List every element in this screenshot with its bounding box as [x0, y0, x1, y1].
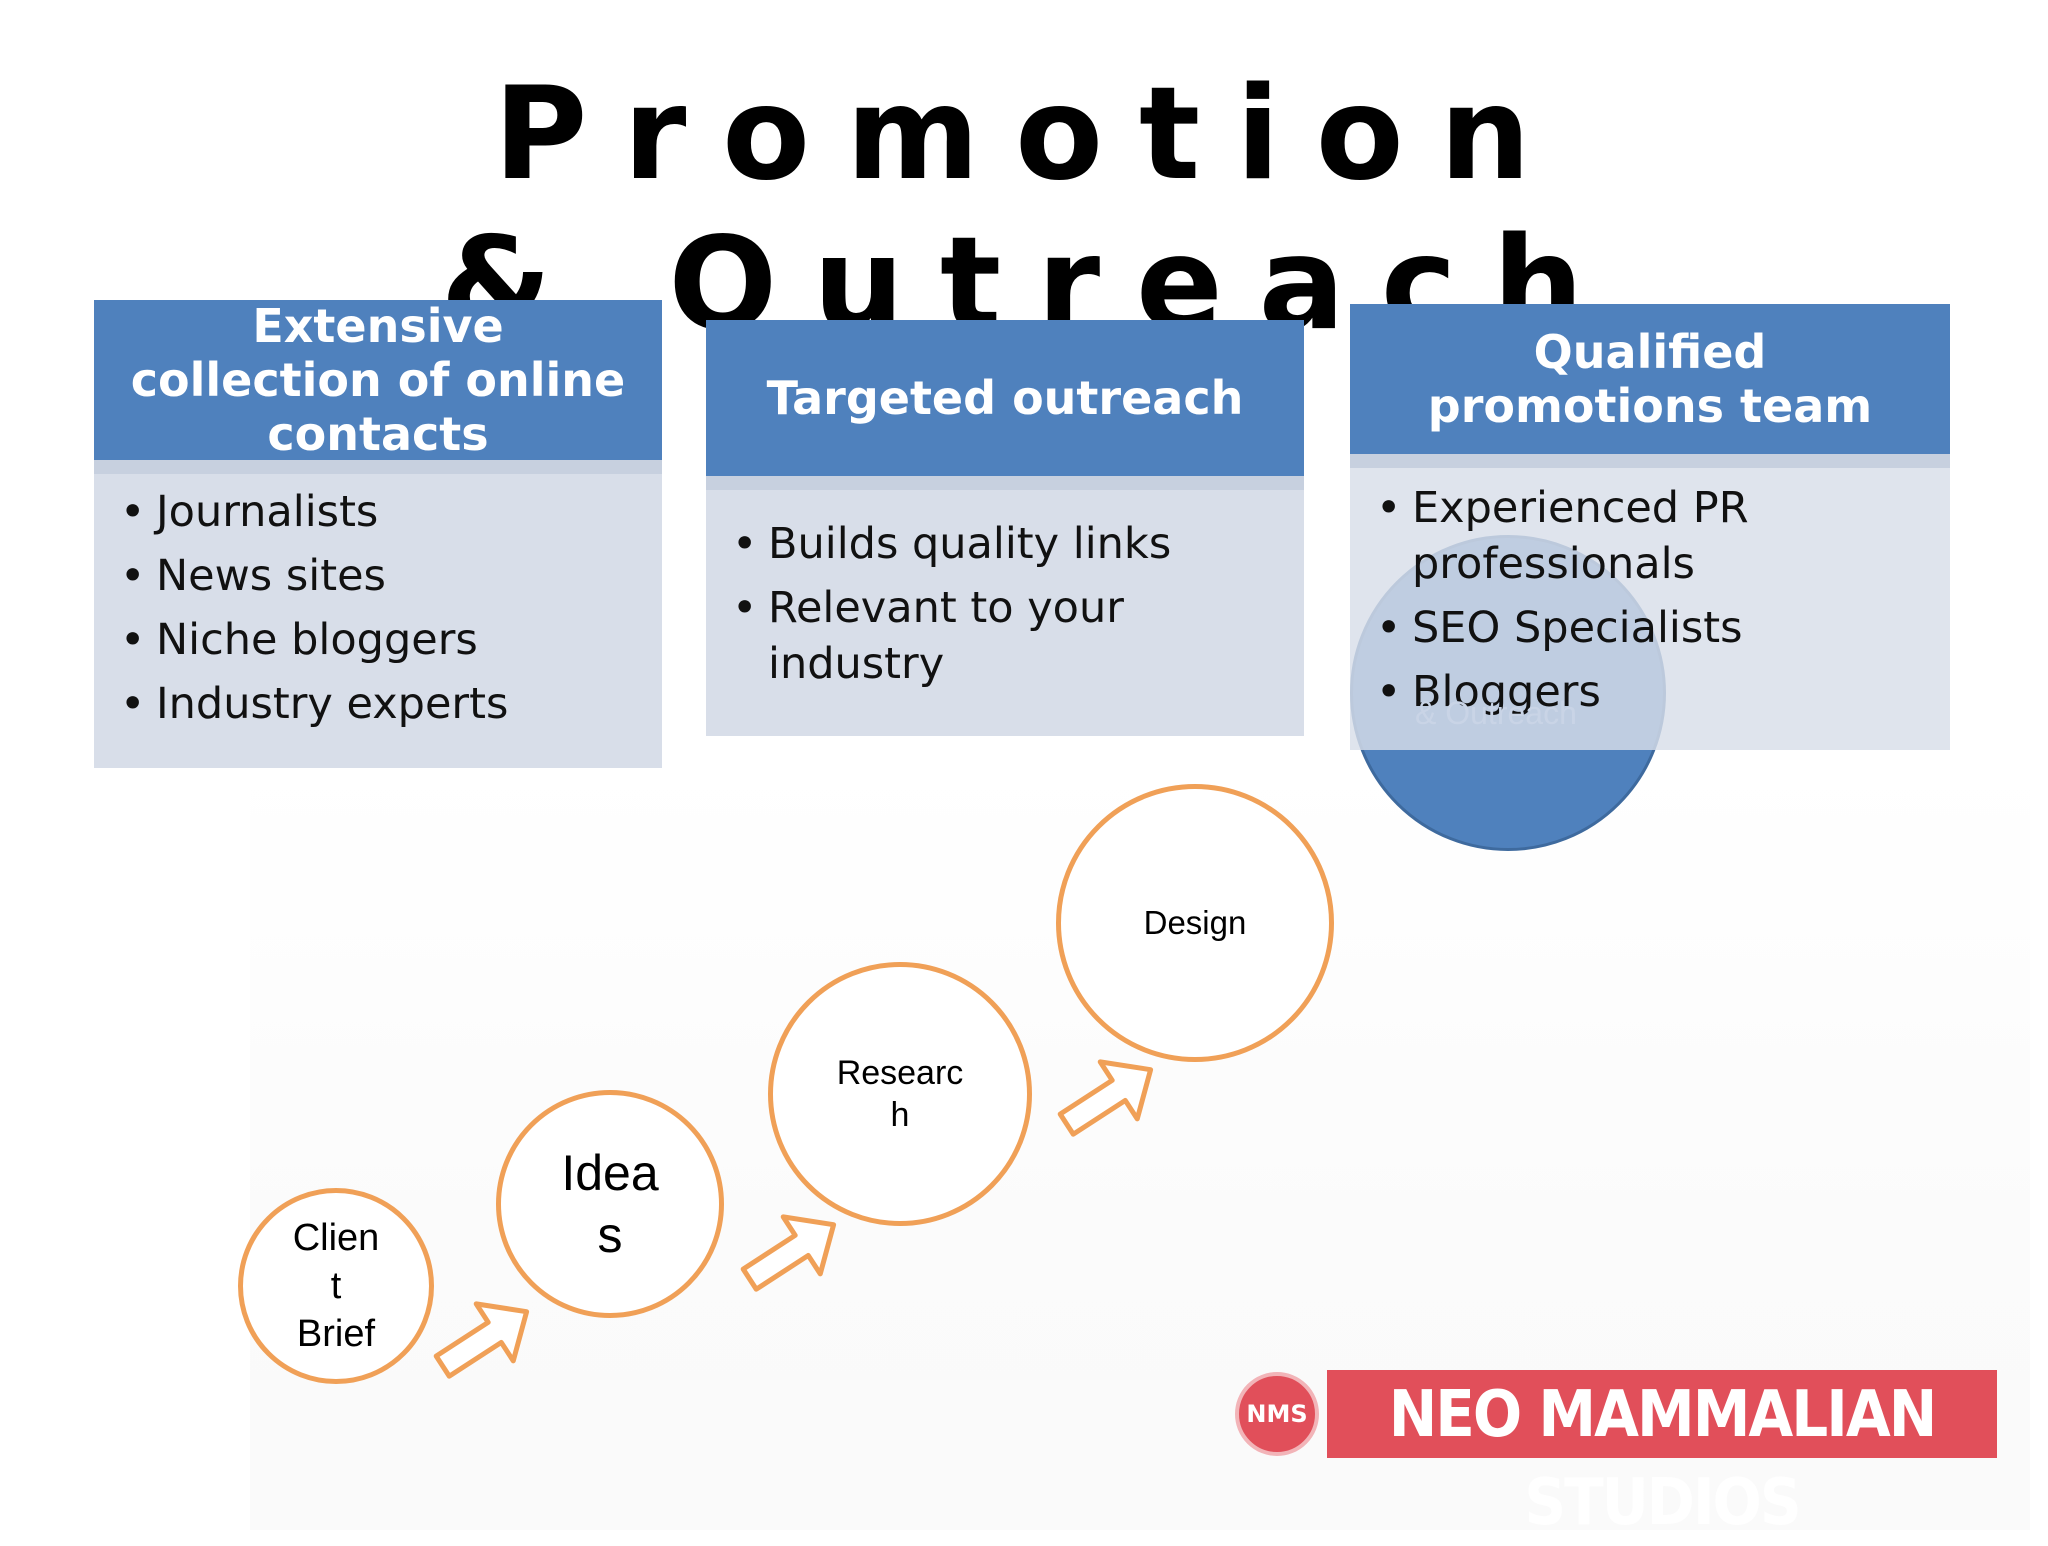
list-item: News sites: [118, 548, 638, 604]
card-targeted-outreach: Targeted outreach Builds quality links R…: [706, 320, 1304, 736]
step-client-brief: Clien t Brief: [238, 1188, 434, 1384]
list-item: Builds quality links: [730, 516, 1280, 572]
list-item: SEO Specialists: [1374, 600, 1926, 656]
arrow-right-icon: [740, 1214, 837, 1292]
list-item: Bloggers: [1374, 664, 1926, 720]
overlay-label: & Outreach: [1415, 695, 1577, 731]
step-label: Idea s: [561, 1145, 659, 1263]
card-online-contacts: Extensive collection of online contacts …: [94, 299, 662, 768]
step-label: Researc h: [836, 1054, 964, 1134]
card-heading: Extensive collection of online contacts: [94, 299, 662, 461]
card-body: Experienced PR professionals SEO Special…: [1350, 454, 1950, 750]
list-item: Industry experts: [118, 676, 638, 732]
card-body: Journalists News sites Niche bloggers In…: [94, 460, 662, 768]
step-design: Design: [1056, 784, 1334, 1062]
card-body: Builds quality links Relevant to your in…: [706, 476, 1304, 736]
logo-badge: NMS: [1235, 1372, 1319, 1456]
company-logo: NMS NEO MAMMALIAN STUDIOS: [1235, 1370, 2005, 1539]
list-item: Niche bloggers: [118, 612, 638, 668]
card-heading: Targeted outreach: [706, 320, 1304, 476]
arrow-right-icon: [1057, 1059, 1154, 1137]
step-research: Researc h: [768, 962, 1032, 1226]
logo-text: NEO MAMMALIAN STUDIOS: [1327, 1370, 1997, 1539]
list-item: Experienced PR professionals: [1374, 480, 1832, 592]
list-item: Relevant to your industry: [730, 580, 1188, 692]
card-heading: Qualified promotions team: [1350, 304, 1950, 454]
arrow-right-icon: [433, 1301, 530, 1379]
card-promotions-team: Qualified promotions team Experienced PR…: [1350, 304, 1950, 750]
step-label: Clien t Brief: [292, 1217, 380, 1355]
step-ideas: Idea s: [496, 1090, 724, 1318]
step-label: Design: [1143, 904, 1247, 941]
list-item: Journalists: [118, 484, 638, 540]
